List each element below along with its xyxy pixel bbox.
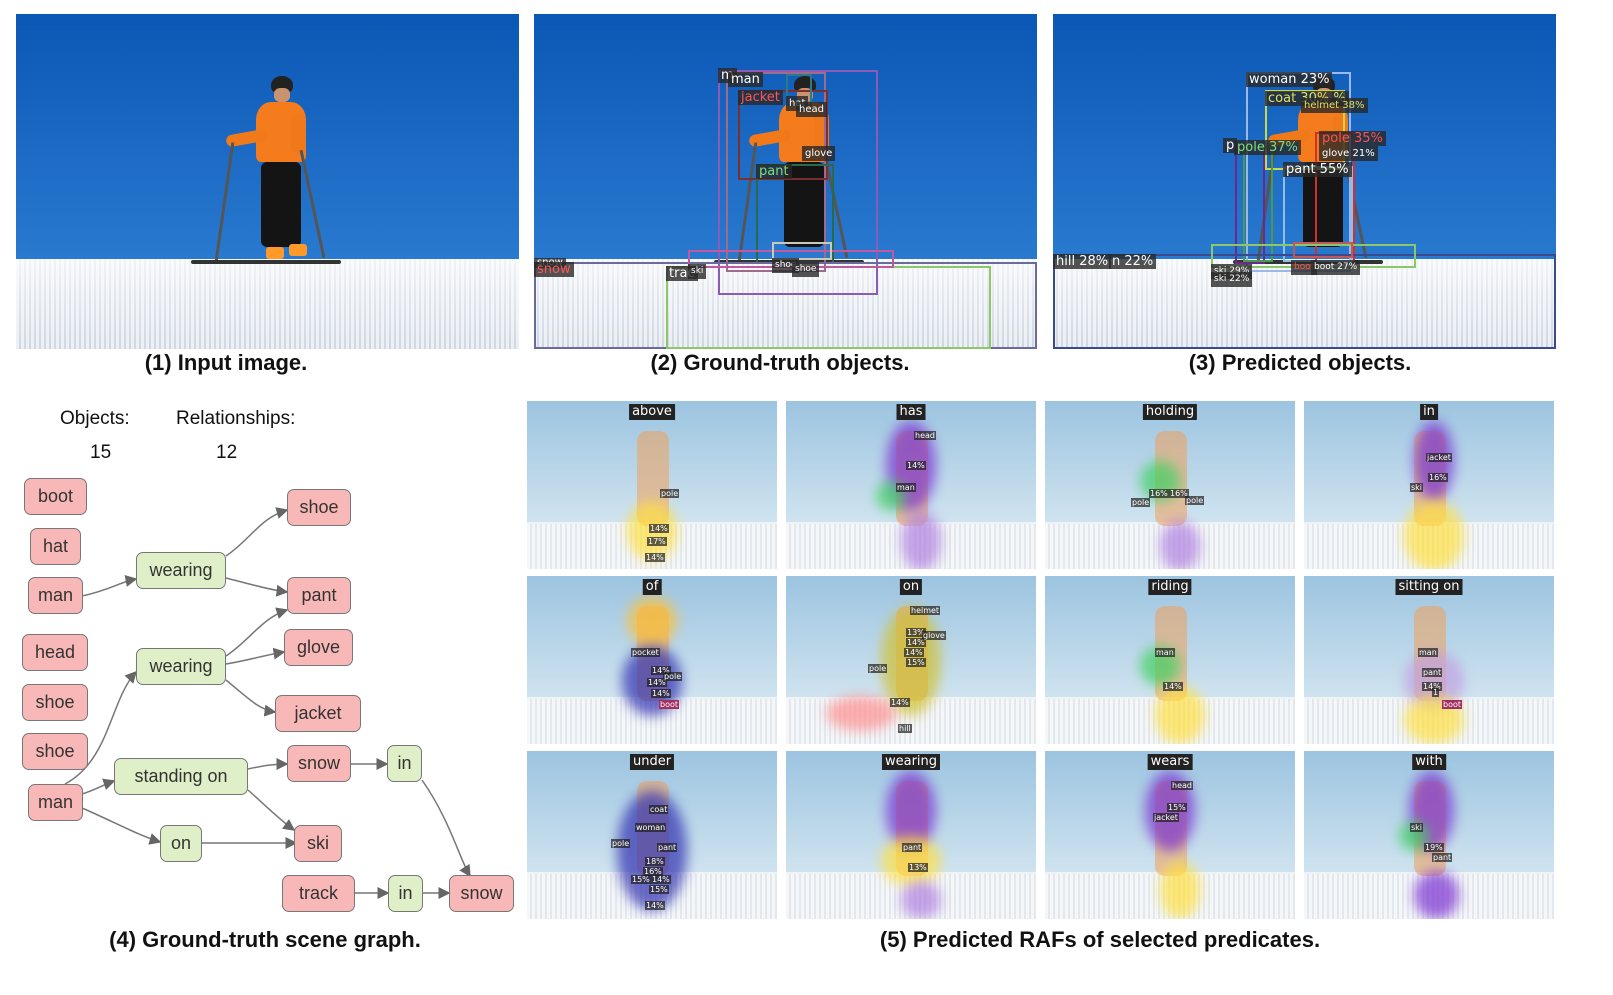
raf-title-of: of: [642, 579, 662, 595]
caption-rafs: (5) Predicted RAFs of selected predicate…: [879, 927, 1321, 952]
pred-label-helmet: helmet 38%: [1301, 98, 1368, 113]
node-on: on: [160, 825, 202, 862]
node-track: track: [282, 875, 355, 912]
raf-title-sitting-on: sitting on: [1395, 579, 1463, 595]
raf-riding: riding man 14%: [1045, 576, 1295, 744]
node-boot: boot: [24, 478, 87, 515]
skier-figure: [191, 74, 341, 274]
raf-sitting-on: sitting on man pant 14% 1 boot: [1304, 576, 1554, 744]
raf-title-holding: holding: [1142, 404, 1198, 420]
raf-in: in jacket 16% ski: [1304, 401, 1554, 569]
raf-of: of pocket 14% 14% 14% pole boot: [527, 576, 777, 744]
node-wearing-2: wearing: [136, 648, 226, 685]
node-jacket: jacket: [275, 695, 361, 732]
raf-holding: holding 16% 16% pole pole: [1045, 401, 1295, 569]
raf-title-riding: riding: [1148, 579, 1192, 595]
raf-title-on: on: [899, 579, 923, 595]
node-shoe-left-2: shoe: [22, 733, 88, 770]
pred-label-n: n 22%: [1109, 254, 1157, 269]
pred-label-boot: boot: [1291, 260, 1318, 275]
gt-box-jacket: [738, 90, 828, 180]
caption-input: (1) Input image.: [144, 350, 308, 375]
node-snow-1: snow: [287, 745, 351, 782]
gt-label-man: man: [728, 72, 763, 87]
raf-title-wearing: wearing: [881, 754, 941, 770]
node-in-2: in: [388, 875, 423, 912]
node-shoe-right: shoe: [287, 489, 351, 526]
node-glove: glove: [284, 629, 353, 666]
gt-label-pant: pant: [756, 164, 792, 179]
pred-label-glove: glove 21%: [1319, 146, 1378, 161]
node-ski: ski: [294, 825, 342, 862]
node-wearing-1: wearing: [136, 552, 226, 589]
raf-with: with ski 19% pant: [1304, 751, 1554, 919]
objects-label: Objects:: [60, 408, 130, 429]
pred-label-pole: pole 35%: [1319, 131, 1386, 146]
pred-box-hill: [1053, 254, 1556, 349]
pred-label-p: p: [1223, 138, 1238, 153]
pred-box-boot: [1293, 242, 1353, 258]
node-snow-2: snow: [449, 875, 514, 912]
raf-above: above pole 14% 17% 14%: [527, 401, 777, 569]
raf-title-has: has: [896, 404, 926, 420]
raf-title-wears: wears: [1147, 754, 1193, 770]
objects-count: 15: [90, 442, 112, 463]
scene-graph-edges: [64, 507, 471, 899]
gt-label-snow2: snow: [534, 262, 574, 277]
raf-under: under coat woman pole pant 18% 16% 15% 1…: [527, 751, 777, 919]
node-hat: hat: [30, 528, 81, 565]
gt-box-shoe: [772, 242, 832, 260]
node-head: head: [22, 634, 88, 671]
node-in-1: in: [387, 745, 422, 782]
node-shoe-left-1: shoe: [22, 684, 88, 721]
raf-has: has head 14% man: [786, 401, 1036, 569]
raf-wearing: wearing pant 13%: [786, 751, 1036, 919]
gt-label-head: head: [796, 102, 827, 117]
input-image: [16, 14, 519, 349]
caption-gt: (2) Ground-truth objects.: [650, 350, 910, 375]
gt-label-ski: ski: [688, 264, 707, 279]
caption-scene-graph: (4) Ground-truth scene graph.: [109, 927, 421, 952]
gt-objects-image: m man jacket hat head glove pant snow sn…: [534, 14, 1037, 349]
gt-label-glove: glove: [802, 146, 836, 161]
node-pant: pant: [287, 577, 351, 614]
pred-label-woman: woman 23%: [1246, 72, 1333, 87]
raf-on: on helmet 13% 14% 14% glove 15% pole 14%…: [786, 576, 1036, 744]
gt-box-track: [666, 266, 991, 349]
raf-title-in: in: [1420, 404, 1438, 420]
pred-label-ski2: ski 22%: [1211, 272, 1253, 287]
relationships-label: Relationships:: [176, 408, 296, 429]
pred-label-hill: hill 28%: [1053, 254, 1112, 269]
gt-label-jacket: jacket: [738, 90, 783, 105]
pred-label-pole2: pole 37%: [1234, 140, 1301, 155]
raf-wears: wears head 15% jacket: [1045, 751, 1295, 919]
node-standing-on: standing on: [114, 758, 248, 795]
node-man-1: man: [28, 577, 83, 614]
raf-title-with: with: [1412, 754, 1446, 770]
relationships-count: 12: [216, 442, 238, 463]
pred-label-pant: pant 55%: [1283, 162, 1352, 177]
pred-label-boot2: boot 27%: [1311, 260, 1361, 275]
pred-objects-image: woman 23% coat 30% % helmet 38% pole 35%…: [1053, 14, 1556, 349]
raf-title-above: above: [629, 404, 675, 420]
gt-box-man: [718, 70, 878, 295]
gt-label-shoe2: shoe: [792, 262, 820, 277]
caption-pred: (3) Predicted objects.: [1188, 350, 1412, 375]
raf-title-under: under: [629, 754, 675, 770]
node-man-2: man: [28, 784, 83, 821]
